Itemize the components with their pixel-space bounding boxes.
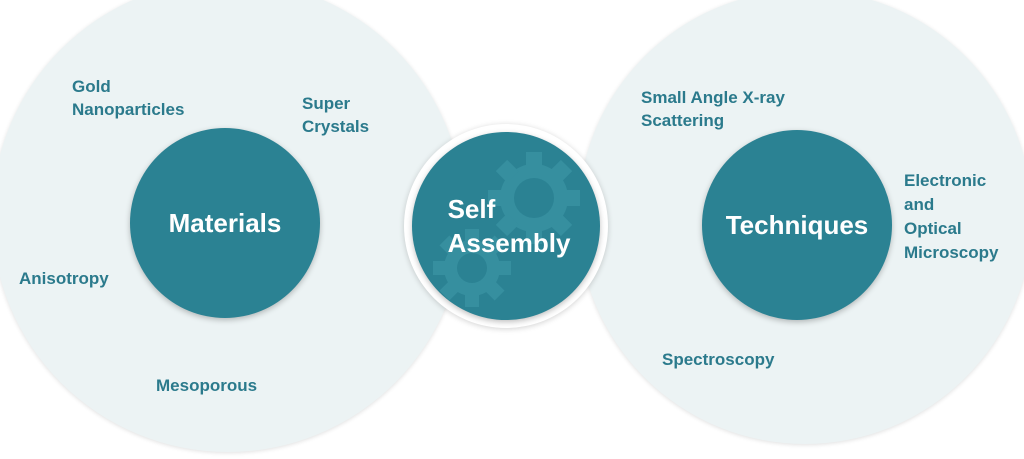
topic-super-crystals: Super Crystals	[302, 94, 370, 136]
topic-electronic-optical-microscopy: Electronic and Optical Microscopy	[904, 171, 999, 262]
self-assembly-title: Self Assembly	[447, 194, 571, 258]
techniques-hub: Techniques	[702, 130, 892, 320]
materials-hub: Materials	[130, 128, 320, 318]
topic-small-angle-xray-scattering: Small Angle X-ray Scattering	[641, 88, 785, 130]
topic-gold-nanoparticles: Gold Nanoparticles	[72, 77, 185, 119]
topic-mesoporous: Mesoporous	[156, 376, 258, 395]
self-assembly-hub: Self Assembly	[412, 132, 600, 320]
topic-anisotropy: Anisotropy	[19, 269, 109, 288]
techniques-title: Techniques	[725, 209, 869, 240]
gear-icon	[433, 152, 580, 307]
topic-spectroscopy: Spectroscopy	[662, 350, 775, 369]
materials-title: Materials	[168, 207, 282, 238]
